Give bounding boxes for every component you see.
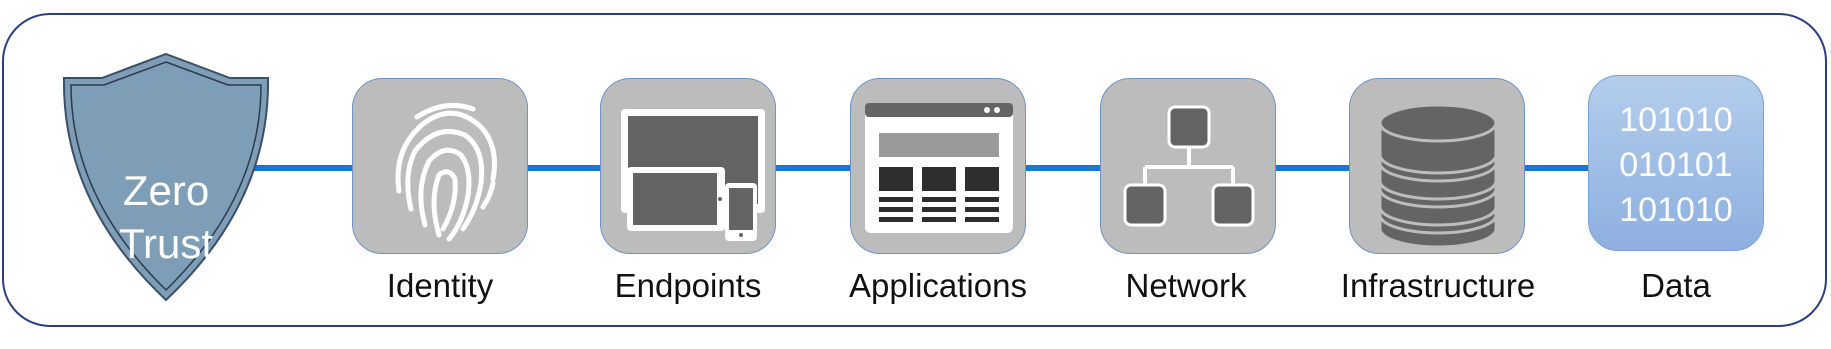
network-icon bbox=[1123, 105, 1255, 227]
devices-icon bbox=[621, 109, 765, 241]
diagram-frame bbox=[2, 13, 1827, 327]
zero-trust-shield: Zero Trust bbox=[60, 52, 272, 302]
pillar-endpoints bbox=[600, 78, 776, 254]
database-icon bbox=[1378, 103, 1498, 249]
shield-label: Zero Trust bbox=[60, 164, 272, 270]
label-data: Data bbox=[1641, 267, 1711, 304]
binary-icon: 101010 010101 101010 bbox=[1589, 98, 1763, 233]
binary-row-3: 101010 bbox=[1619, 191, 1733, 229]
label-network: Network bbox=[1125, 267, 1247, 304]
pillar-applications bbox=[850, 78, 1026, 254]
pillar-network bbox=[1100, 78, 1276, 254]
pillar-infrastructure bbox=[1349, 78, 1525, 254]
label-applications: Applications bbox=[849, 267, 1027, 304]
label-identity: Identity bbox=[386, 267, 494, 304]
fingerprint-icon bbox=[395, 102, 497, 242]
label-endpoints: Endpoints bbox=[614, 267, 762, 304]
shield-line-1: Zero bbox=[122, 167, 210, 214]
label-infrastructure: Infrastructure bbox=[1340, 267, 1536, 304]
pillar-identity bbox=[352, 78, 528, 254]
binary-row-1: 101010 bbox=[1619, 101, 1733, 139]
app-window-icon bbox=[865, 103, 1013, 233]
binary-row-2: 010101 bbox=[1619, 146, 1733, 184]
pillar-data: 101010 010101 101010 bbox=[1588, 75, 1764, 251]
shield-line-2: Trust bbox=[118, 220, 214, 267]
shield-icon bbox=[62, 52, 270, 302]
